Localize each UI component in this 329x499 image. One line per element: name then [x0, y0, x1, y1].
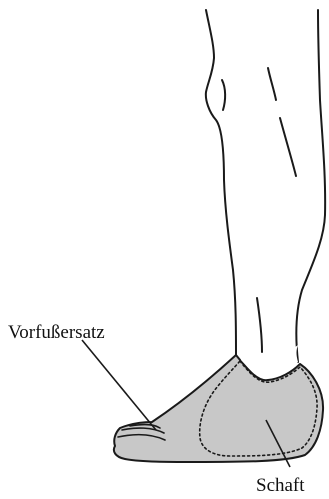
forefoot-leader-line — [82, 340, 156, 430]
calf-contour — [296, 10, 325, 362]
calf-detail-2 — [280, 118, 296, 176]
knee-detail — [222, 80, 225, 110]
label-shaft: Schaft — [256, 475, 305, 496]
label-forefoot-replacement: Vorfußersatz — [8, 322, 105, 343]
calf-detail-1 — [268, 68, 276, 100]
leg-outline — [206, 10, 325, 362]
ankle-detail — [257, 298, 262, 352]
shin-contour — [206, 10, 236, 355]
prosthesis-shell — [114, 355, 323, 462]
